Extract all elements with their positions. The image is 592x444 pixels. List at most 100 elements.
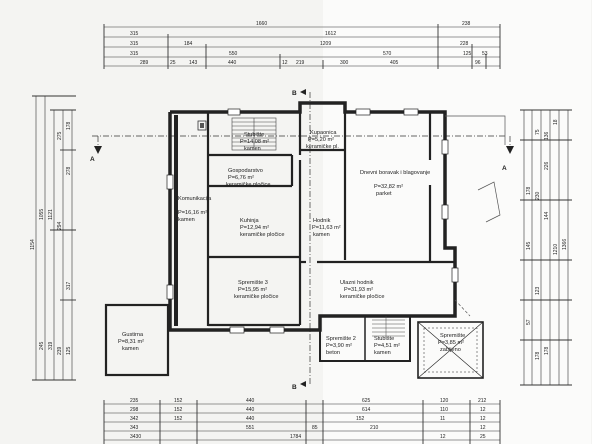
section-label-a-right: A — [502, 165, 507, 172]
dim-label: 300 — [340, 60, 349, 66]
top-dimension-chains — [103, 24, 501, 69]
top-dimension-values: 1660 238 315 1612 315 184 1209 228 315 5… — [130, 21, 488, 66]
section-arrow-icon — [506, 146, 514, 154]
room-name-living: Dnevni boravak i blagovanje — [360, 170, 430, 176]
room-area-stair: P=14,08 m² — [240, 139, 269, 145]
dim-label: 570 — [383, 51, 392, 57]
room-name-store-right: Spremište — [440, 333, 465, 339]
dim-label: 551 — [246, 425, 255, 431]
room-floor-store2: beton — [326, 350, 340, 356]
room-floor-living: parket — [376, 191, 392, 197]
dim-label: 289 — [140, 60, 149, 66]
section-markers: B A A B — [90, 89, 514, 391]
dim-label: 144 — [544, 211, 550, 220]
dim-label: 178 — [535, 351, 541, 360]
dim-label: 1660 — [256, 21, 267, 27]
room-area-living: P=32,82 m² — [374, 184, 403, 190]
room-labels: Stubište P=14,08 m² kamen Kupaonica P=5,… — [118, 130, 465, 356]
section-arrow-icon — [300, 381, 306, 387]
dim-label: 96 — [475, 60, 481, 66]
column-symbol — [197, 120, 207, 131]
bottom-dimension-values: 235 152 440 625 120 212 298 152 440 614 … — [130, 398, 487, 440]
dim-label: 228 — [460, 41, 469, 47]
left-dimension-values: 1154 1055 1121 275 278 294 178 317 245 3… — [30, 121, 72, 355]
dim-label: 25 — [480, 434, 486, 440]
right-dimension-values: 18 136 75 226 178 230 144 145 1210 1366 … — [526, 119, 568, 360]
room-name-utility: Gospodarstvo — [228, 168, 263, 174]
dim-label: 11 — [440, 416, 445, 422]
room-area-store-right: P=3,85 m² — [438, 340, 464, 346]
dim-label: 1366 — [562, 239, 568, 250]
dim-label: 614 — [362, 407, 371, 413]
dim-label: 440 — [228, 60, 237, 66]
section-label-b-top: B — [292, 90, 297, 97]
dim-label: 440 — [246, 416, 255, 422]
dim-label: 1210 — [553, 244, 559, 255]
dim-label: 238 — [462, 21, 471, 27]
dim-label: 3430 — [130, 434, 141, 440]
room-name-hall: Hodnik — [313, 218, 331, 224]
dim-label: 110 — [440, 407, 448, 413]
section-arrow-icon — [94, 146, 102, 154]
room-name-comm: Komunikacija — [178, 196, 212, 202]
paper-fold-shade — [323, 0, 591, 444]
room-floor-kitchen: keramičke pločice — [240, 232, 284, 238]
section-label-a-left: A — [90, 156, 95, 163]
dim-label: 245 — [39, 341, 45, 350]
dim-label: 178 — [544, 346, 550, 355]
stair-top — [231, 117, 277, 151]
dim-label: 57 — [526, 319, 532, 325]
dim-label: 1209 — [320, 41, 331, 47]
room-area-comm: P=16,16 m² — [178, 210, 207, 216]
dim-label: 226 — [544, 161, 550, 170]
terrace-outline — [445, 115, 506, 145]
dim-label: 405 — [390, 60, 399, 66]
dim-label: 1784 — [290, 434, 301, 440]
room-area-stair2: P=4,51 m² — [374, 343, 400, 349]
left-dimension-chains — [32, 95, 76, 381]
dim-label: 230 — [535, 191, 541, 200]
right-dimension-chains — [520, 109, 572, 386]
dim-label: 184 — [184, 41, 193, 47]
dim-label: 212 — [478, 398, 487, 404]
dim-label: 152 — [356, 416, 365, 422]
room-floor-store-right: zabijeno — [440, 347, 461, 353]
section-cut-lines — [92, 92, 511, 385]
room-floor-utility: keramičke pločice — [226, 182, 270, 188]
dim-label: 125 — [463, 51, 472, 57]
room-floor-entry: keramičke pločice — [340, 294, 384, 300]
dim-label: 178 — [66, 121, 72, 130]
room-floor-stair: kamen — [244, 146, 261, 152]
dim-label: 152 — [174, 416, 183, 422]
dim-label: 294 — [57, 221, 63, 230]
room-area-entry: P=31,93 m² — [344, 287, 373, 293]
building-walls — [168, 101, 506, 332]
room-name-store3: Spremište 3 — [238, 280, 268, 286]
window-symbols — [166, 108, 459, 334]
dim-label: 342 — [130, 416, 139, 422]
room-name-kitchen: Kuhinja — [240, 218, 260, 224]
dim-label: 1612 — [325, 31, 336, 37]
dim-label: 18 — [553, 119, 559, 125]
dim-label: 550 — [229, 51, 238, 57]
room-floor-cistern: kamen — [122, 346, 139, 352]
room-floor-store3: keramičke pločice — [234, 294, 278, 300]
room-name-stair: Stubište — [244, 132, 264, 138]
dim-label: 152 — [174, 398, 183, 404]
room-area-kitchen: P=12,94 m² — [240, 225, 269, 231]
dim-label: 315 — [130, 41, 139, 47]
section-label-b-bottom: B — [292, 384, 297, 391]
dim-label: 120 — [440, 398, 449, 404]
dim-label: 145 — [526, 241, 532, 250]
dim-label: 1121 — [48, 209, 54, 220]
dim-label: 210 — [370, 425, 379, 431]
dim-label: 123 — [535, 286, 541, 295]
bottom-dimension-chains — [103, 400, 501, 444]
room-area-cistern: P=8,31 m² — [118, 339, 144, 345]
dim-label: 275 — [57, 131, 63, 140]
dim-label: 143 — [189, 60, 198, 66]
dim-label: 625 — [362, 398, 371, 404]
dim-label: 315 — [130, 51, 139, 57]
